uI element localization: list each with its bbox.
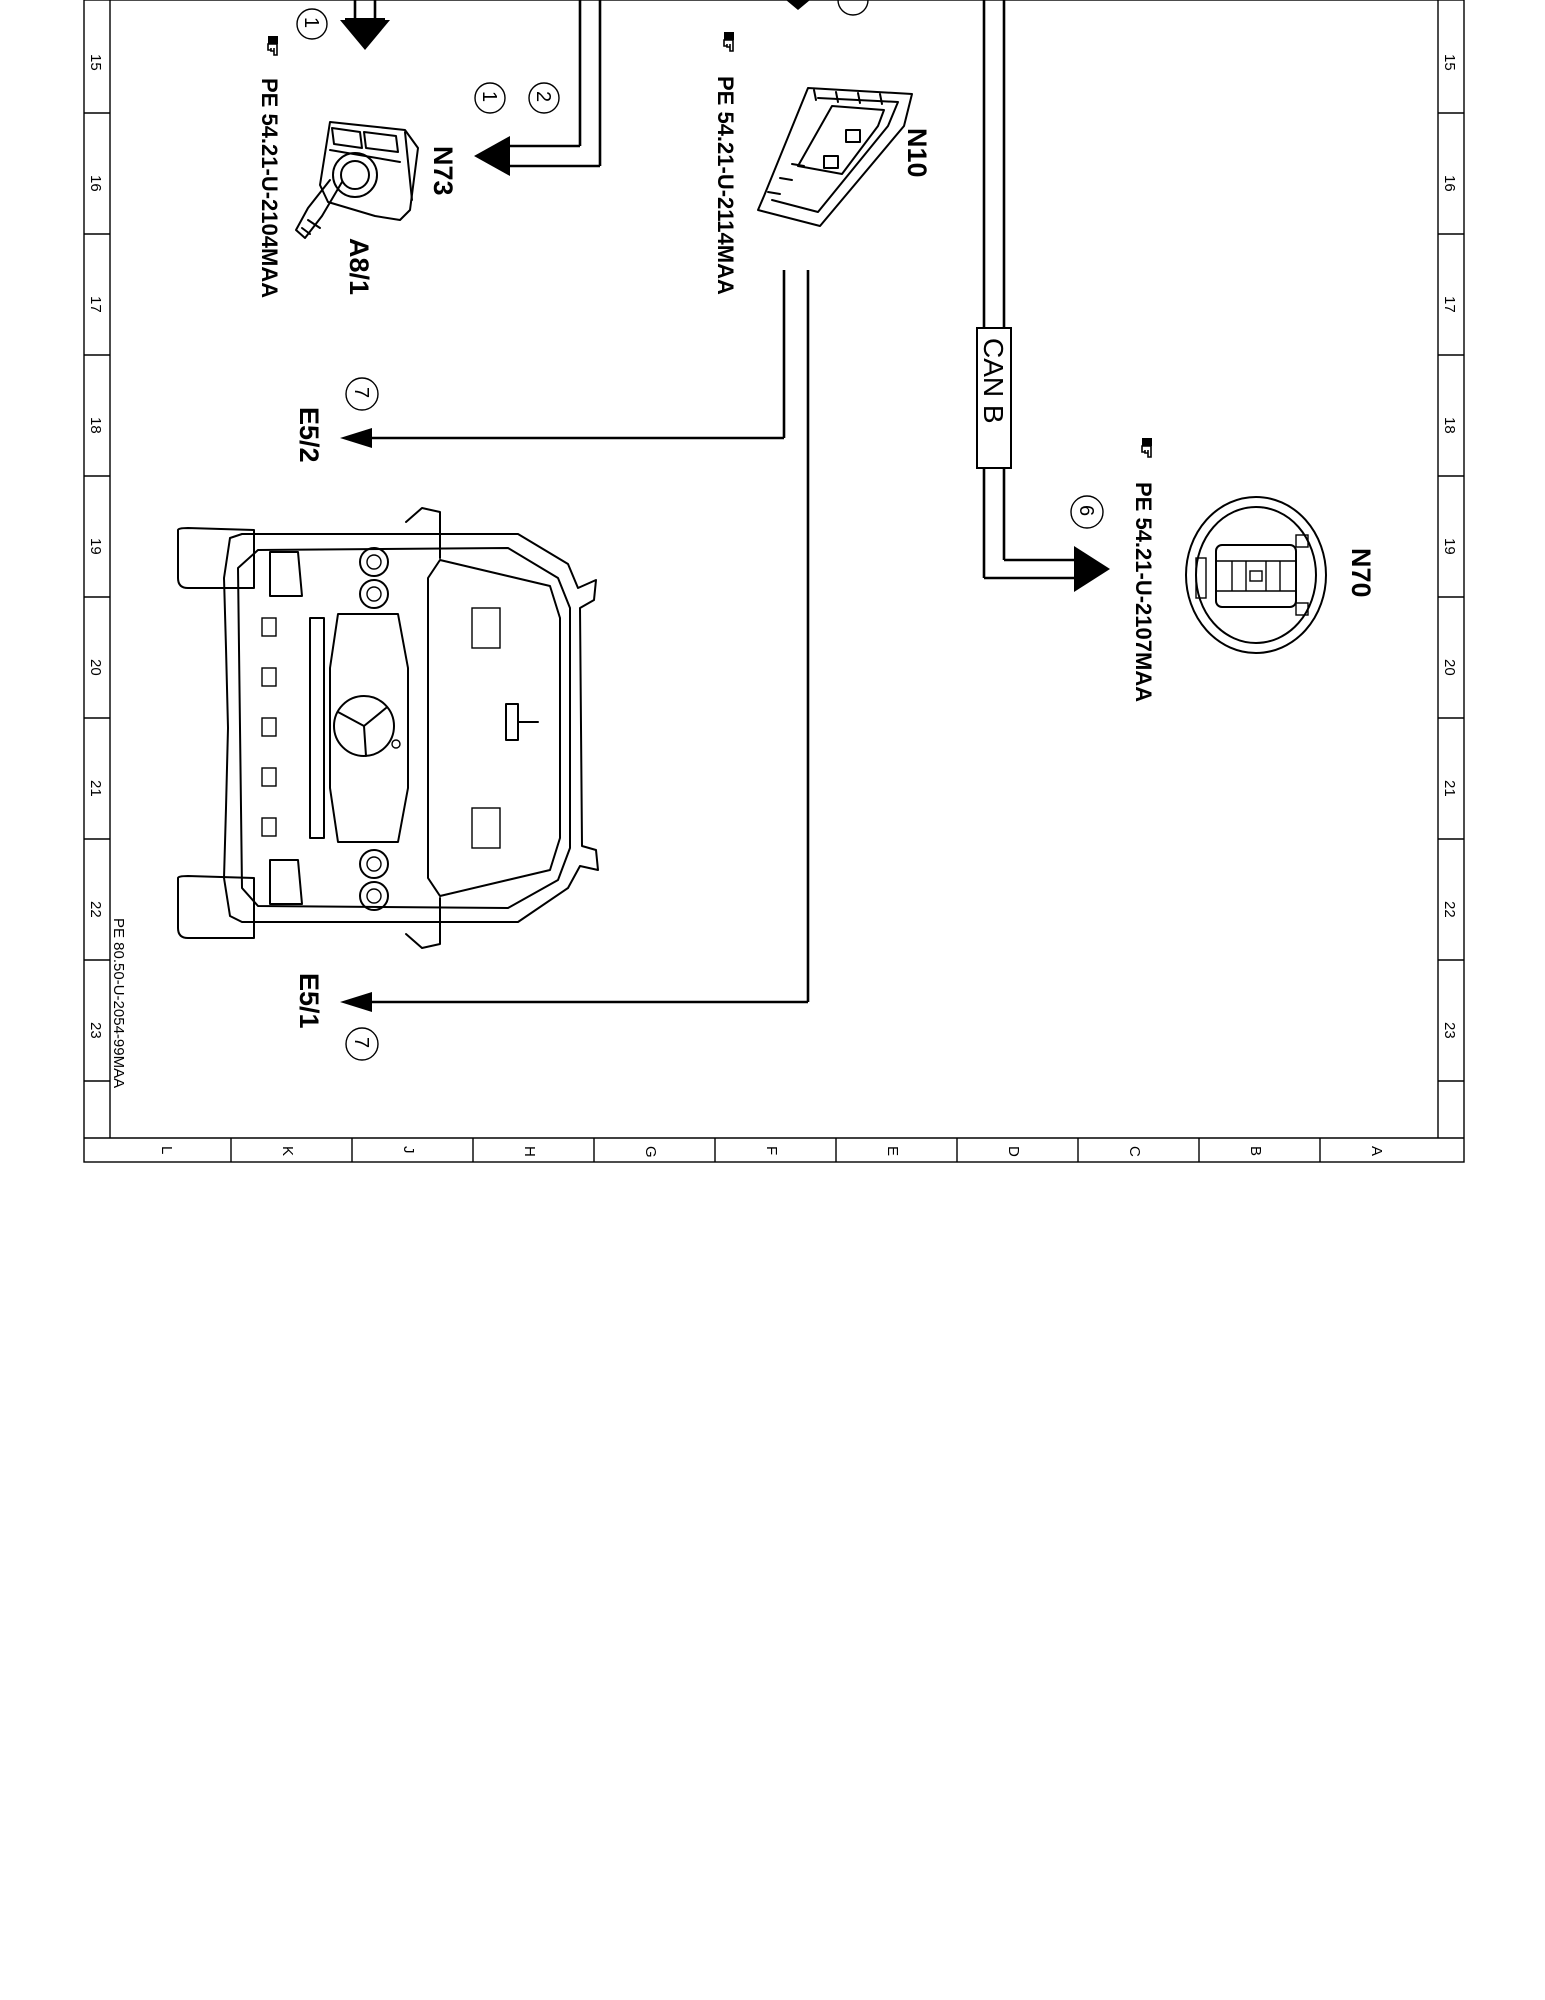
grid-row-label: 17 [1441, 296, 1458, 313]
grid-row-label: 17 [87, 296, 104, 313]
sheet-frame [83, 0, 1465, 1163]
grid-row-labels-right: 15 16 17 18 19 20 21 22 23 [1441, 54, 1458, 1039]
grid-row-label: 18 [1441, 417, 1458, 434]
marker-circle: 1 [296, 8, 328, 40]
grid-row-label: 16 [87, 175, 104, 192]
connector-to-top-1 [340, 0, 390, 50]
grid-row-label: 19 [87, 538, 104, 555]
n10-wiring [340, 270, 810, 1012]
grid-row-label: 18 [87, 417, 104, 434]
n10-label: N10 [902, 128, 932, 178]
control-module-icon [757, 87, 913, 227]
grid-row-labels-left: 15 16 17 18 19 20 21 22 23 [87, 54, 104, 1039]
grid-col-label: H [521, 1146, 538, 1157]
n70-label: N70 [1346, 548, 1376, 598]
marker-circle: 6 [1070, 495, 1104, 529]
marker-number: 1 [478, 91, 500, 102]
grid-row-label: 23 [1441, 1022, 1458, 1039]
marker-circle: 7 [345, 1027, 379, 1061]
grid-col-ticks [230, 1138, 1321, 1162]
grid-col-labels: L K J H G F E D C B A [158, 1146, 1385, 1158]
grid-col-label: L [158, 1146, 175, 1154]
grid-col-label: B [1247, 1146, 1264, 1156]
marker-circle: 2 [528, 82, 560, 114]
a8-1-label: A8/1 [344, 238, 374, 295]
ignition-switch-icon [295, 121, 419, 239]
grid-row-label: 15 [87, 54, 104, 71]
overhead-control-panel-icon [1185, 496, 1327, 654]
n70-ref: PE 54.21-U-2107MAA [1131, 437, 1156, 702]
n73-label: N73 [428, 146, 458, 196]
can-b-label-box: CAN B [976, 327, 1012, 469]
n70-ref-text: PE 54.21-U-2107MAA [1131, 482, 1156, 702]
grid-row-label: 21 [87, 780, 104, 797]
grid-row-ticks [84, 112, 1464, 1082]
marker-number: 6 [1075, 505, 1097, 516]
grid-row-label: 20 [1441, 659, 1458, 676]
a8-1-ref: PE 54.21-U-2104MAA [257, 35, 282, 298]
n10-ref: PE 54.21-U-2114MAA [713, 31, 738, 295]
e5-1-label: E5/1 [294, 973, 324, 1029]
vehicle-front-view-icon [177, 507, 599, 949]
grid-row-label: 16 [1441, 175, 1458, 192]
can-bus-lines [982, 0, 1110, 592]
grid-col-label: C [1126, 1146, 1143, 1157]
grid-col-label: A [1368, 1146, 1385, 1156]
grid-row-label: 22 [87, 901, 104, 918]
grid-row-label: 22 [1441, 901, 1458, 918]
n73-wiring [474, 0, 602, 176]
marker-number: 7 [350, 1037, 372, 1048]
grid-col-label: K [279, 1146, 296, 1156]
n10-ref-text: PE 54.21-U-2114MAA [713, 76, 738, 295]
can-b-label: CAN B [978, 338, 1009, 424]
sheet-reference: PE 80.50-U-2054-99MAA [110, 918, 127, 1088]
n10-top-arrow [786, 0, 869, 16]
marker-number: 1 [300, 17, 322, 28]
marker-circle: 7 [345, 377, 379, 411]
marker-number: 2 [532, 91, 554, 102]
grid-col-label: J [400, 1146, 417, 1154]
grid-row-label: 23 [87, 1022, 104, 1039]
marker-circle: 1 [474, 82, 506, 114]
grid-row-label: 15 [1441, 54, 1458, 71]
grid-col-label: E [884, 1146, 901, 1156]
marker-number: 7 [350, 387, 372, 398]
a8-1-ref-text: PE 54.21-U-2104MAA [257, 78, 282, 298]
e5-2-label: E5/2 [294, 407, 324, 463]
grid-col-label: D [1005, 1146, 1022, 1157]
grid-row-label: 20 [87, 659, 104, 676]
grid-row-label: 21 [1441, 780, 1458, 797]
grid-row-label: 19 [1441, 538, 1458, 555]
grid-col-label: G [642, 1146, 659, 1158]
grid-col-label: F [763, 1146, 780, 1155]
